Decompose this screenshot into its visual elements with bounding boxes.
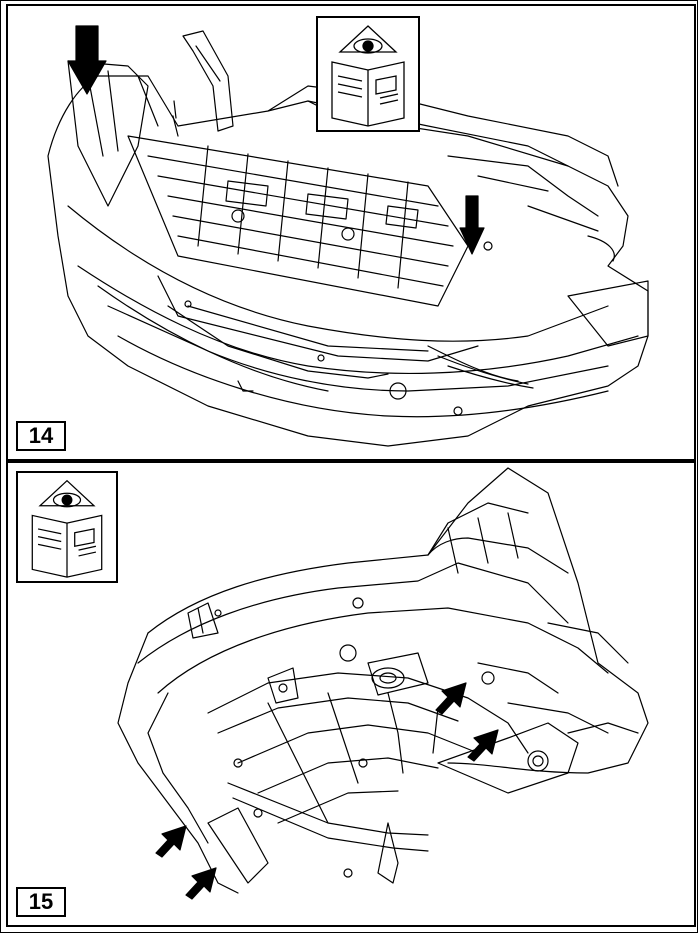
step-15-panel: 15 [6,461,696,927]
step-number-badge: 15 [16,887,66,917]
step-number-badge: 14 [16,421,66,451]
rear-bumper-underside-view-illustration [117,467,649,900]
step-14-panel: 14 [6,4,696,461]
read-manual-icon [16,471,118,583]
read-manual-icon [316,16,420,132]
